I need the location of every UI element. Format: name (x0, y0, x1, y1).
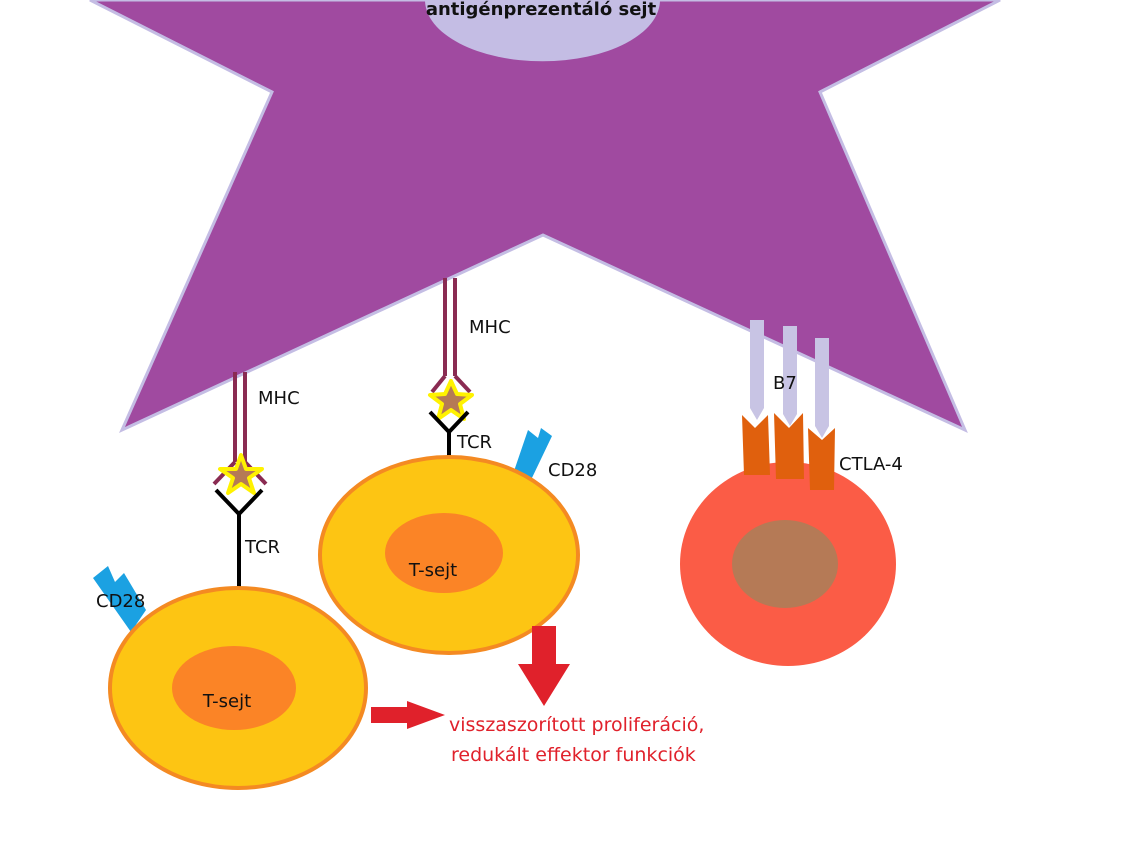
mhc-right-label: MHC (469, 317, 511, 338)
antigen-star-left (218, 453, 264, 495)
cd28-right (513, 428, 552, 482)
mhc-right (430, 278, 472, 394)
cd28-left-label: CD28 (96, 591, 145, 612)
t-cell-right-nucleus (385, 513, 503, 593)
apc-label: antigénprezentáló sejt (426, 0, 657, 20)
b7-label: B7 (773, 373, 797, 394)
mhc-left-label: MHC (258, 388, 300, 409)
effect-text-line1: visszaszorított proliferáció, (449, 714, 704, 736)
antigen-presenting-cell (89, 0, 1001, 434)
antigen-star-right (428, 379, 474, 421)
ctla4-label: CTLA-4 (839, 454, 903, 475)
treg-cell-nucleus (732, 520, 838, 608)
ctla4-receptors (742, 413, 835, 490)
effect-text-line2: redukált effektor funkciók (451, 744, 696, 766)
cd28-left (93, 566, 146, 632)
apc-nucleus (425, 0, 660, 62)
arrow-right (371, 701, 445, 729)
tcr-left-label: TCR (244, 537, 280, 558)
arrow-down (518, 626, 570, 706)
t-cell-left-label: T-sejt (202, 691, 251, 712)
t-cell-right-label: T-sejt (408, 560, 457, 581)
cd28-right-label: CD28 (548, 460, 597, 481)
t-cell-left-nucleus (172, 646, 296, 730)
tcr-right-label: TCR (456, 432, 492, 453)
tcr-left (214, 488, 264, 592)
b7-ligands (750, 320, 829, 438)
